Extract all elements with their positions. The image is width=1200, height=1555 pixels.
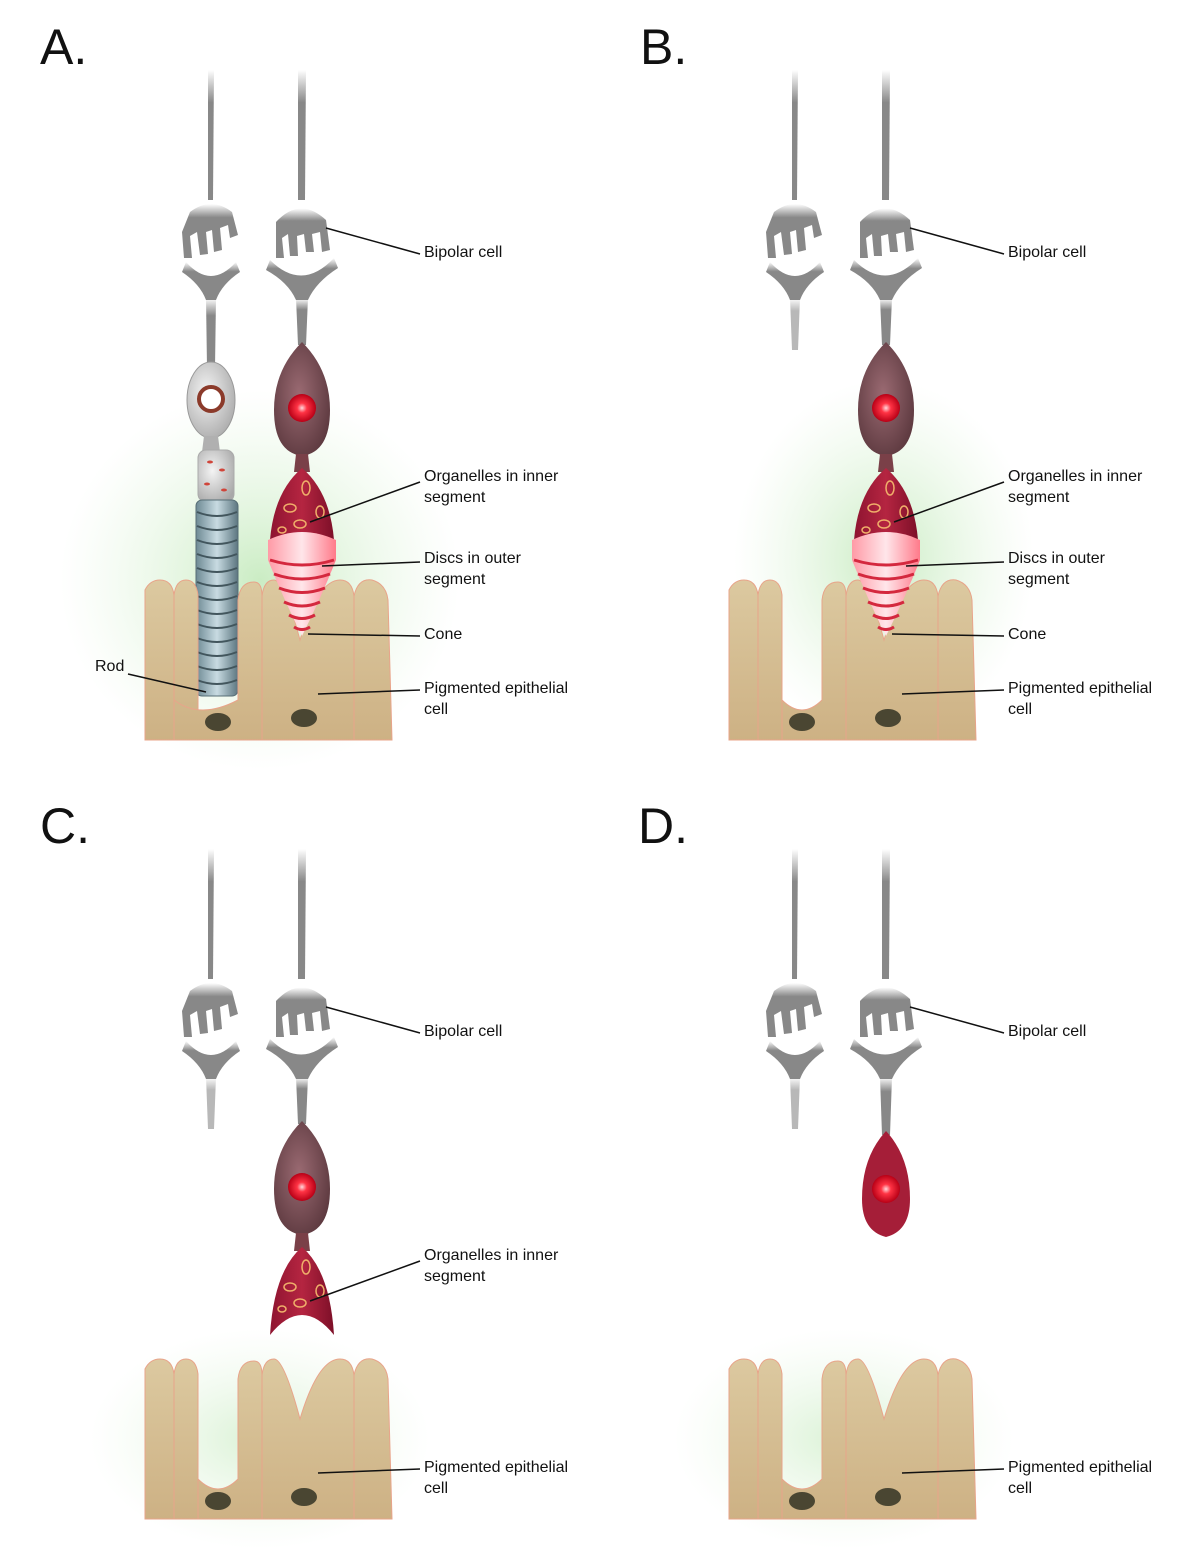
panel-c-letter: C. — [40, 798, 90, 854]
cone-inner-segment — [270, 468, 334, 540]
label-discs: Discs in outer segment — [1008, 550, 1105, 588]
leader-lines — [891, 227, 1005, 695]
panel-d-illustration — [674, 849, 1014, 1549]
label-organelles: Organelles in inner segment — [1008, 468, 1143, 506]
cone-organelles — [277, 480, 325, 534]
pigmented-epithelium — [728, 1358, 977, 1520]
rpe-nucleus-right — [875, 1488, 901, 1506]
bipolar-cell-right — [266, 70, 338, 345]
label-pigmented-epithelial: Pigmented epithelial cell — [424, 680, 569, 718]
label-bipolar-cell: Bipolar cell — [1008, 244, 1087, 261]
rpe-nucleus-left — [205, 713, 231, 731]
rod-organelles — [204, 460, 227, 492]
panel-b-illustration — [728, 70, 1034, 741]
rpe-nucleus-right — [875, 709, 901, 727]
panel-b-letter: B. — [640, 19, 688, 75]
bipolar-cell-right — [850, 849, 922, 1135]
label-organelles: Organelles in inner segment — [424, 468, 559, 506]
panel-a-letter: A. — [40, 19, 88, 75]
label-pigmented-epithelial: Pigmented epithelial cell — [1008, 680, 1153, 718]
cone-discs — [269, 558, 335, 631]
label-pigmented-epithelial: Pigmented epithelial cell — [424, 1459, 569, 1497]
bipolar-cell-right — [850, 70, 922, 345]
bipolar-cell-left — [182, 849, 240, 1129]
panel-d-letter: D. — [638, 798, 688, 854]
cone-organelles — [277, 1259, 325, 1313]
label-bipolar-cell: Bipolar cell — [424, 1023, 503, 1040]
panel-a: A. Bipolar cell Organelles in inner segm… — [0, 0, 600, 776]
pigmented-epithelium — [144, 579, 393, 741]
rpe-nucleus-left — [789, 713, 815, 731]
panel-c: C. Bipolar cell Organelles in inner segm… — [0, 779, 600, 1555]
cone-nucleus — [872, 394, 900, 422]
rpe-nucleus-right — [291, 1488, 317, 1506]
cone-outer-segment — [852, 532, 920, 636]
panel-c-illustration — [90, 849, 430, 1549]
panel-d: D. Bipolar cell Pigmented epithelial cel… — [584, 779, 1184, 1555]
cone-discs — [853, 558, 919, 631]
leader-lines — [127, 227, 421, 695]
leader-lines — [309, 1006, 421, 1474]
cone-nucleus — [288, 1173, 316, 1201]
pigmented-epithelium — [144, 1358, 393, 1520]
label-organelles: Organelles in inner segment — [424, 1247, 559, 1285]
cone-outer-segment — [268, 532, 336, 636]
label-rod: Rod — [95, 658, 125, 675]
label-bipolar-cell: Bipolar cell — [424, 244, 503, 261]
cone-organelles — [861, 480, 909, 534]
panel-b: B. Bipolar cell Organelles in inner segm… — [584, 0, 1184, 776]
rod-discs — [196, 511, 238, 685]
panel-a-illustration — [60, 70, 460, 770]
bipolar-cell-left — [182, 70, 240, 368]
pigmented-epithelium — [728, 579, 977, 741]
bipolar-cell-left — [766, 849, 824, 1129]
label-cone: Cone — [1008, 626, 1047, 643]
cone-inner-segment — [854, 468, 918, 540]
bipolar-cell-right — [266, 849, 338, 1124]
cone-nucleus — [288, 394, 316, 422]
label-pigmented-epithelial: Pigmented epithelial cell — [1008, 1459, 1153, 1497]
rpe-nucleus-left — [789, 1492, 815, 1510]
rpe-nucleus-left — [205, 1492, 231, 1510]
label-discs: Discs in outer segment — [424, 550, 521, 588]
bipolar-cell-left — [766, 70, 824, 350]
cone-nucleus — [872, 1175, 900, 1203]
rod-inner-segment — [197, 449, 235, 503]
rpe-nucleus-right — [291, 709, 317, 727]
cone-inner-segment — [270, 1247, 334, 1335]
label-bipolar-cell: Bipolar cell — [1008, 1023, 1087, 1040]
rod-nucleus — [197, 385, 225, 413]
leader-lines — [901, 1006, 1005, 1474]
label-cone: Cone — [424, 626, 463, 643]
